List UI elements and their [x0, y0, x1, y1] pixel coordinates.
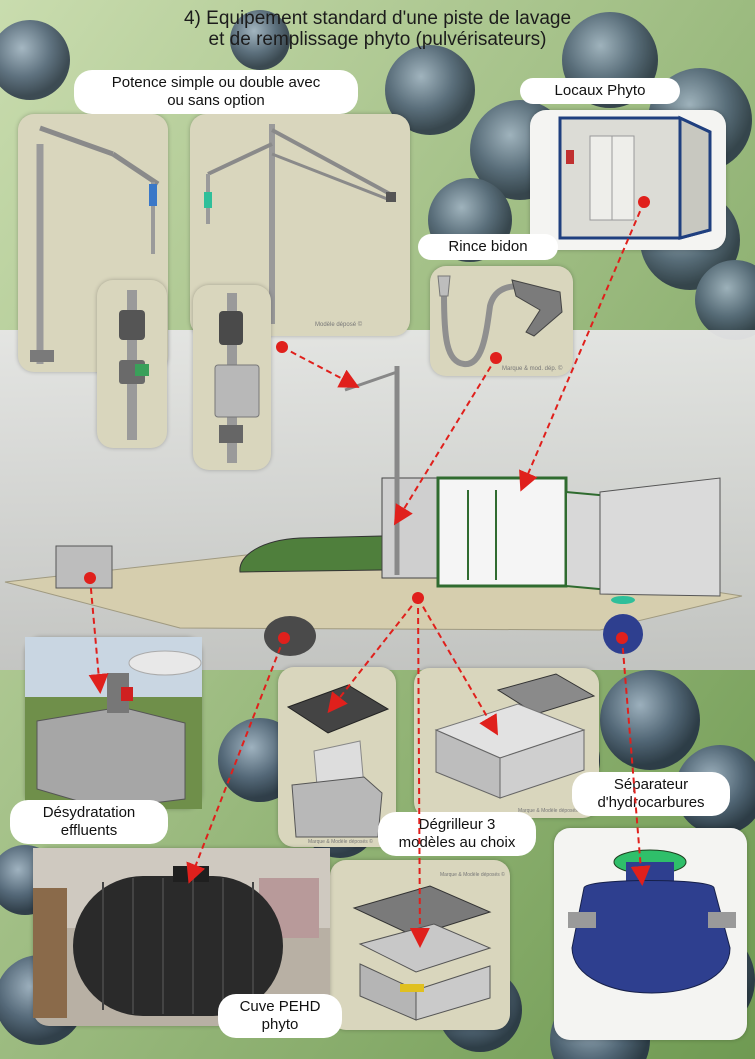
title-line-1: 4) Equipement standard d'une piste de la… — [183, 8, 572, 29]
page-title: 4) Equipement standard d'une piste de la… — [100, 8, 655, 50]
label-degrilleur-line-2: modèles au choix — [398, 834, 516, 851]
label-cuve-line-2: phyto — [261, 1016, 299, 1033]
label-locaux: Locaux Phyto — [520, 78, 680, 104]
separateur-panel — [554, 828, 747, 1040]
label-potence-line-1: Potence simple ou double avec — [111, 74, 321, 91]
degrilleur-panel-b: Marque & Modèle déposés © — [414, 668, 599, 818]
label-separateur-line-1: Séparateur — [613, 776, 689, 793]
rince-bidon-panel: Marque & mod. dép. © — [430, 266, 573, 376]
label-desydratation-line-1: Désydratation — [42, 804, 136, 821]
label-potence: Potence simple ou double avec ou sans op… — [74, 70, 358, 114]
degrilleur-a-watermark: Marque & Modèle déposés © — [308, 838, 373, 845]
degrilleur-panel-a: Marque & Modèle déposés © — [278, 667, 396, 847]
rince-bidon-illustration: Marque & mod. dép. © — [437, 275, 563, 372]
degrilleur-b-illustration: Marque & Modèle déposés © — [434, 673, 596, 814]
degrilleur-a-illustration: Marque & Modèle déposés © — [286, 684, 390, 845]
label-degrilleur-line-1: Dégrilleur 3 — [418, 816, 496, 833]
rince-watermark: Marque & mod. dép. © — [502, 365, 563, 372]
label-rince: Rince bidon — [418, 234, 558, 260]
locaux-panel — [530, 110, 726, 250]
label-cuve: Cuve PEHD phyto — [218, 994, 342, 1038]
potence-simple-valve-panel — [97, 280, 167, 448]
label-degrilleur: Dégrilleur 3 modèles au choix — [378, 812, 536, 856]
label-cuve-line-1: Cuve PEHD — [239, 998, 321, 1015]
desydratation-panel — [25, 637, 202, 810]
label-desydratation: Désydratation effluents — [10, 800, 168, 844]
potence-watermark: Modèle déposé © — [315, 321, 363, 328]
separateur-illustration — [568, 849, 736, 994]
label-desydratation-line-2: effluents — [60, 822, 118, 839]
label-separateur: Séparateur d'hydrocarbures — [572, 772, 730, 816]
label-potence-line-2: ou sans option — [167, 92, 265, 109]
locaux-illustration — [558, 115, 712, 240]
label-separateur-line-2: d'hydrocarbures — [597, 794, 705, 811]
degrilleur-b-watermark: Marque & Modèle déposés © — [518, 807, 583, 814]
potence-double-valve-panel — [193, 285, 271, 470]
label-rince-text: Rince bidon — [448, 238, 528, 255]
valve-box-illustration — [214, 293, 260, 463]
label-locaux-text: Locaux Phyto — [554, 82, 646, 99]
potence-simple-illustration — [30, 125, 160, 364]
valve-illustration — [119, 290, 149, 440]
potence-double-illustration: Modèle déposé © — [204, 124, 396, 328]
desydratation-illustration — [25, 637, 202, 810]
title-line-2: et de remplissage phyto (pulvérisateurs) — [208, 29, 547, 50]
degrilleur-panel-c: Marque & Modèle déposés © — [330, 860, 510, 1030]
degrilleur-c-watermark: Marque & Modèle déposés © — [440, 871, 505, 878]
degrilleur-c-illustration: Marque & Modèle déposés © — [352, 871, 505, 1021]
